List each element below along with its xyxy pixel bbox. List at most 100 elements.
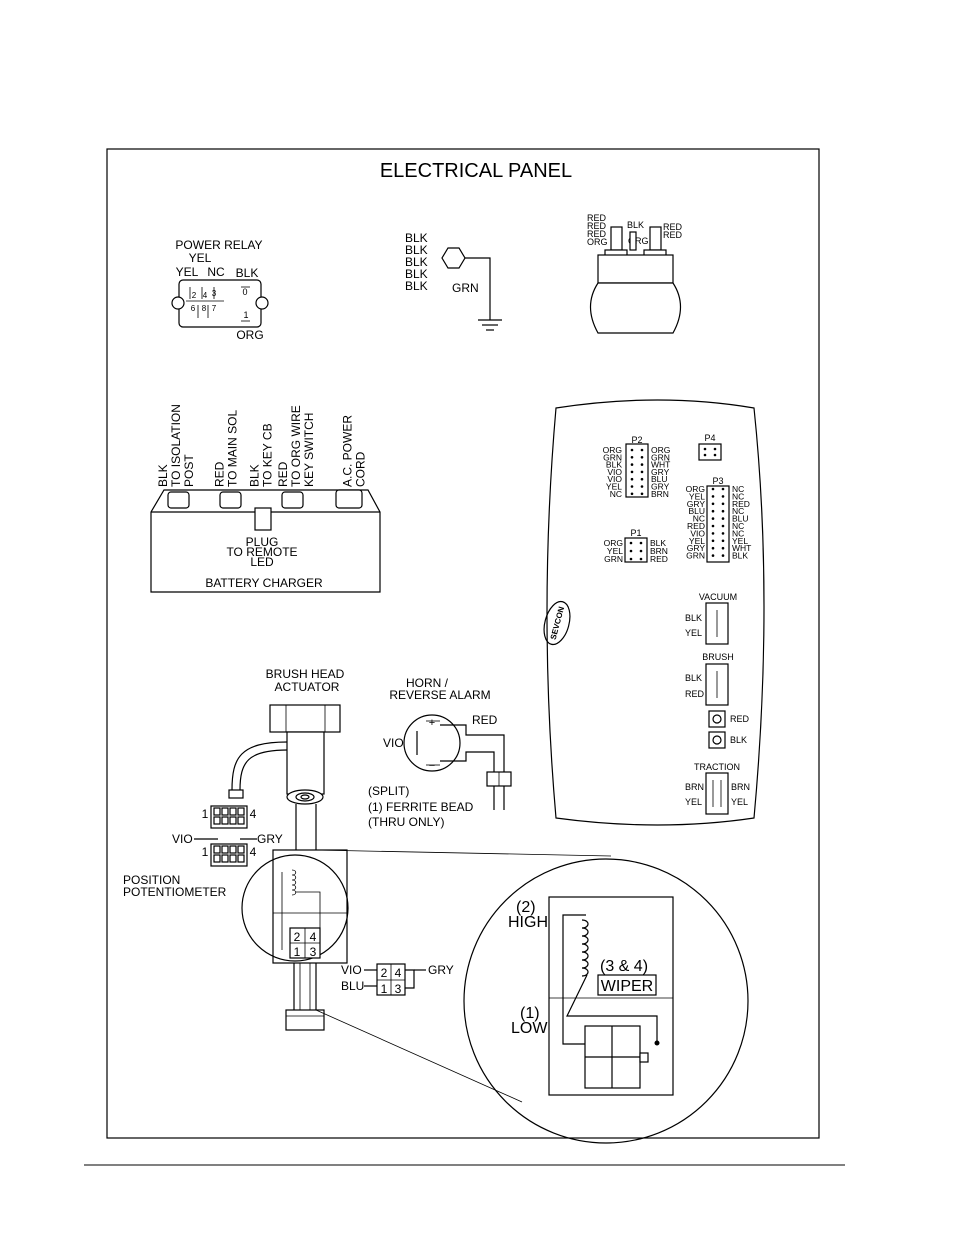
p2-left-wire: GRN [603,452,622,462]
solenoid-left-wire-3: RED [587,229,607,239]
side-blu-label: BLU [341,979,364,993]
p1-left-wire: YEL [607,546,623,556]
p3-left-wire: RED [687,521,705,531]
p3-left-wire: GRN [686,551,705,561]
p3-left-wire: YEL [689,536,705,546]
charger-label: BATTERY CHARGER [205,576,323,590]
power-relay: POWER RELAY YEL YEL NC BLK 2 4 3 6 8 7 0… [171,238,269,342]
p2-title: P2 [631,435,642,445]
horn-title-1: HORN / [406,676,449,690]
pot-pin-1: 1 [294,945,301,959]
terminal-red-label: RED [730,714,750,724]
p3-right-wire: BLU [732,514,749,524]
detail-wiper-2: WIPER [601,978,653,995]
potentiometer-label-2: POTENTIOMETER [123,885,227,899]
horn-note-3: (THRU ONLY) [368,815,444,829]
actuator-vio: VIO [172,832,193,846]
traction-left-2: YEL [685,797,702,807]
p3-left-wire: ORG [686,484,705,494]
pot-pin-3: 3 [310,945,317,959]
horn-body [403,714,461,772]
side-pin-1: 1 [381,982,388,996]
power-relay-top-label: YEL [189,251,212,265]
actuator-lower-pin-1: 1 [202,845,209,859]
p4-connector [698,443,722,461]
p2-left-wire: NC [610,489,622,499]
solenoid-mid-wire: ORG [628,236,649,246]
traction-left-1: BRN [685,782,704,792]
actuator-connector-pin-1: 1 [202,807,209,821]
traction-right-1: BRN [731,782,750,792]
p2-right-wire: WHT [651,460,670,470]
vacuum-connector [705,602,729,645]
charger-connection-3-line-2: TO KEY CB [261,423,275,487]
vacuum-wire-1: BLK [685,613,702,623]
solenoid-left-wire-1: RED [587,213,607,223]
controller-logo: SEVCON [549,605,566,640]
solenoid-right-wire-2: RED [663,230,683,240]
p1-title: P1 [630,528,641,538]
pot-pin-2: 2 [294,930,301,944]
solenoid-body [589,282,682,334]
actuator-motor [286,731,325,795]
actuator-title-1: BRUSH HEAD [266,667,345,681]
p3-right-wire: RED [732,499,750,509]
horn-red: RED [472,713,498,727]
p1-left-wire: ORG [604,538,623,548]
p3-right-wire: YEL [732,536,748,546]
solenoid-left-wire-4: ORG [587,237,608,247]
p2-right-wire: GRN [651,452,670,462]
potentiometer-label-1: POSITION [123,873,180,887]
p3-left-wire: VIO [690,528,705,538]
p3-right-wire: WHT [732,543,751,553]
actuator-lower-pin-4: 4 [250,845,257,859]
p3-right-wire: NC [732,528,744,538]
side-pin-4: 4 [395,966,402,980]
horn-note-2: (1) FERRITE BEAD [368,800,474,814]
diagram-frame [106,148,820,1139]
brush-connector [705,663,729,706]
charger-connection-2-line-2: TO MAIN SOL [226,410,240,487]
charger-plug-label-2: TO REMOTE [226,545,297,559]
solenoid-top-wire: BLK [627,220,644,230]
power-relay-pin-3: 3 [212,289,217,298]
solenoid-right-wire-1: RED [663,222,683,232]
p3-left-wire: BLU [688,506,705,516]
detail-low-1: (1) [520,1005,540,1022]
controller-logo-oval [543,600,571,646]
p3-right-wire: NC [732,491,744,501]
p2-right-wire: GRY [651,482,670,492]
p1-connector [624,537,648,563]
p2-left-wire: YEL [606,482,622,492]
terminal-red [708,710,726,728]
ground-wire-2: BLK [405,243,428,257]
p2-right-wire: ORG [651,445,670,455]
p3-title: P3 [712,476,723,486]
p2-right-wire: BLU [651,474,668,484]
power-relay-mount-right [255,296,269,310]
side-pin-3: 3 [395,982,402,996]
brush-head-actuator: BRUSH HEAD ACTUATOR 1 4 VIO GRY 1 4 POSI… [123,667,612,1103]
p3-right-wire: NC [732,521,744,531]
traction-connector [705,772,729,815]
power-relay-pin-7: 7 [212,304,217,313]
page-title: ELECTRICAL PANEL [380,160,572,182]
side-vio-label: VIO [341,963,362,977]
detail-housing [548,896,674,1096]
p2-connector [625,443,649,498]
detail-high-2: HIGH [508,914,548,931]
solenoid-left-wire-2: RED [587,221,607,231]
detail-high-1: (2) [516,899,536,916]
power-relay-right-bottom: ORG [236,328,263,342]
ground-wire-3: BLK [405,255,428,269]
p3-right-wire: NC [732,484,744,494]
p3-left-wire: GRY [687,543,706,553]
charger-plug-label-3: LED [250,555,274,569]
horn-plus: + [429,717,435,729]
actuator-title-2: ACTUATOR [275,680,340,694]
traction-label: TRACTION [694,762,740,772]
charger-connection-1-line-2: TO ISOLATION [169,404,183,487]
ground-stud-hex [441,247,466,269]
